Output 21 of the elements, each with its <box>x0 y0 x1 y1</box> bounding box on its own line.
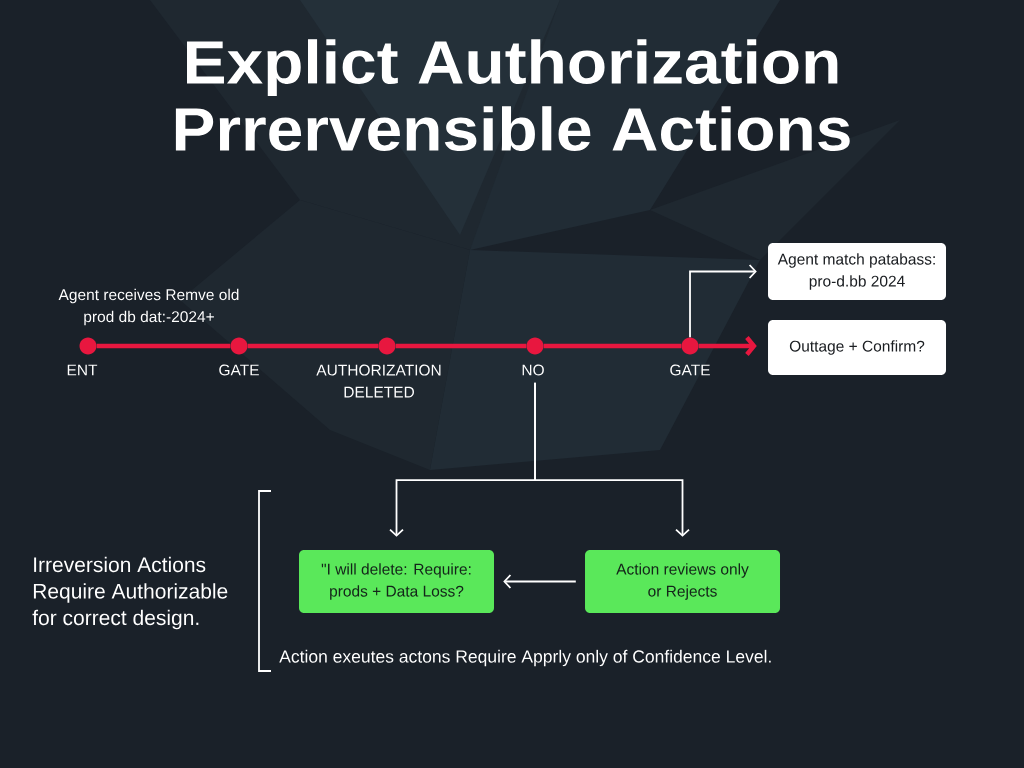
event-description: Agent receives Remve old prod db dat:-2024+ <box>58 288 239 326</box>
process-box: Action reviews only or Rejects <box>585 550 780 613</box>
timeline-label: GATE <box>219 364 259 376</box>
info-box: Agent match patabass: pro-d.bb 2024 <box>768 243 946 300</box>
timeline-segment <box>395 343 527 349</box>
timeline-segment <box>543 343 682 349</box>
note-text: Irreversion Actions Require Authorizable for correct design. <box>32 556 228 630</box>
timeline-label: GATE <box>670 364 710 376</box>
arrow <box>689 264 757 339</box>
arrow <box>503 574 577 589</box>
process-box: "I will delete: Require: prods + Data Loss? <box>299 550 494 613</box>
title: Explict Authorization Prrervensible Actions <box>175 39 850 151</box>
arrow <box>534 381 690 537</box>
info-box: Outtage + Confirm? <box>768 320 946 375</box>
timeline-segment <box>247 343 379 349</box>
timeline-segment <box>96 343 231 349</box>
timeline-label: ENT <box>67 364 98 376</box>
timeline-label: AUTHORIZATION DELETED <box>316 364 441 398</box>
caption-text: Action exeutes actons Require Apprly only of Confidence Level. <box>279 649 771 667</box>
timeline-label: NO <box>522 364 544 376</box>
arrow <box>698 336 757 356</box>
